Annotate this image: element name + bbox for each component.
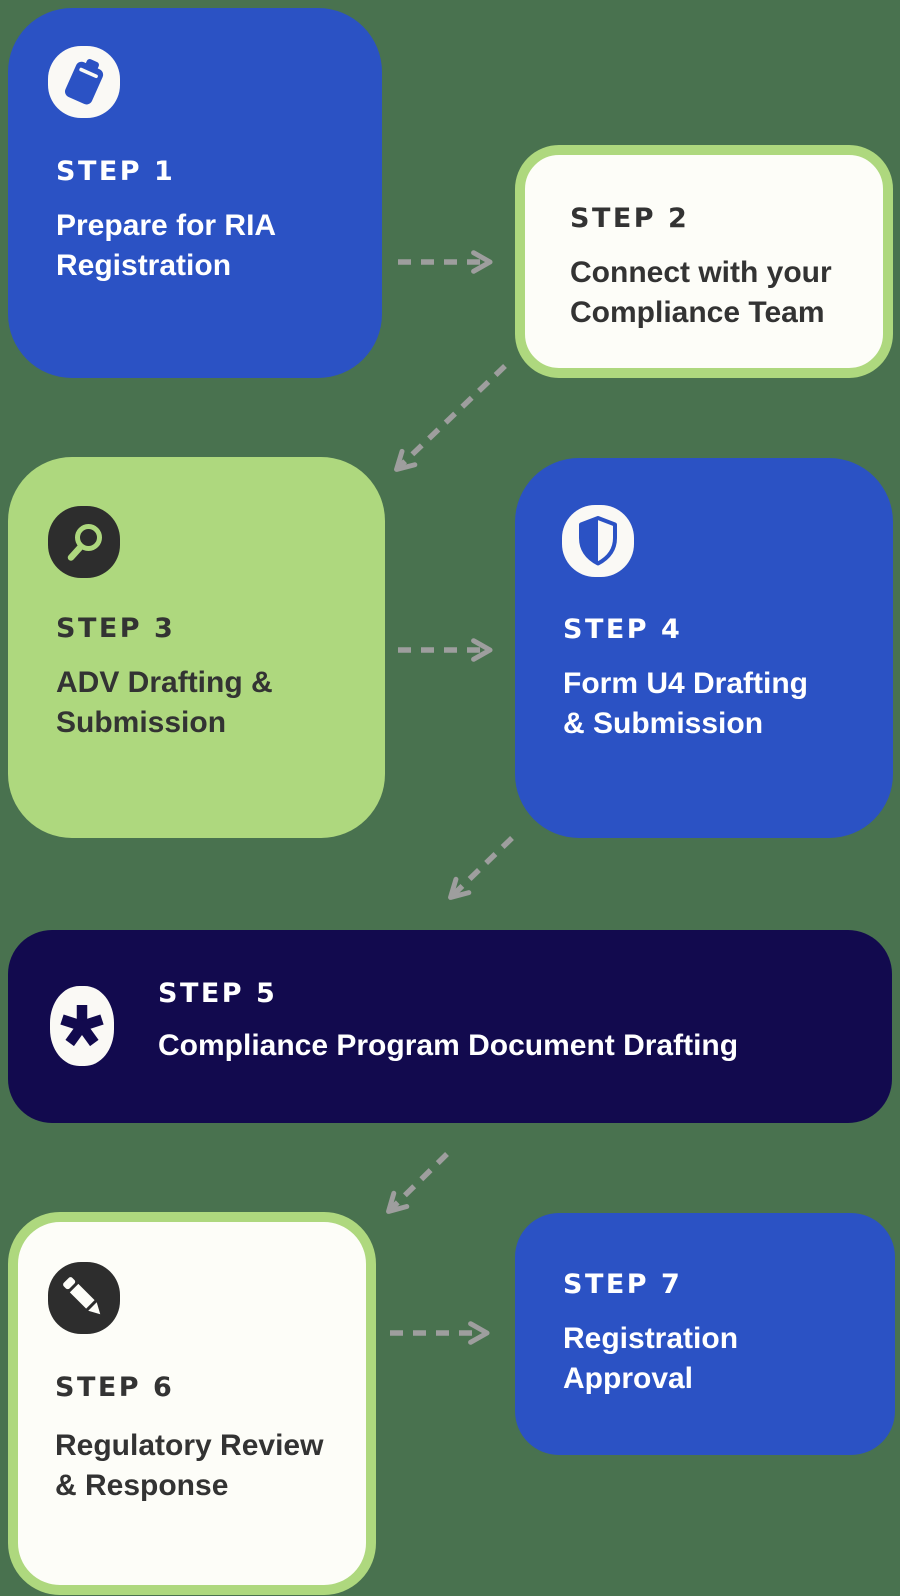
step-label: STEP 1 xyxy=(56,156,176,187)
step-label: STEP 4 xyxy=(563,614,683,645)
step-title: Registration Approval xyxy=(563,1322,739,1395)
step-1-card: STEP 1 Prepare for RIA Registration xyxy=(8,8,382,378)
step-label: STEP 2 xyxy=(570,203,690,234)
step-label: STEP 6 xyxy=(55,1372,175,1403)
step-4-card: STEP 4 Form U4 Drafting & Submission xyxy=(515,458,893,838)
magnifier-icon xyxy=(48,506,120,578)
clipboard-icon xyxy=(48,46,120,118)
step-label: STEP 3 xyxy=(56,613,176,644)
step-6-card: STEP 6 Regulatory Review & Response xyxy=(8,1212,376,1595)
pencil-icon xyxy=(48,1262,120,1334)
step-title: Prepare for RIA Registration xyxy=(56,209,277,282)
step-title: Form U4 Drafting & Submission xyxy=(563,667,809,740)
connector-arrow-2-3 xyxy=(394,364,507,472)
asterisk-icon xyxy=(50,986,114,1066)
step-3-card: STEP 3 ADV Drafting & Submission xyxy=(8,457,385,838)
connector-arrow-3-4 xyxy=(398,638,493,662)
connector-arrow-1-2 xyxy=(398,250,493,274)
step-title: ADV Drafting & Submission xyxy=(56,666,273,739)
step-5-card: STEP 5 Compliance Program Document Draft… xyxy=(8,930,892,1123)
step-7-card: STEP 7 Registration Approval xyxy=(515,1213,895,1455)
step-label: STEP 7 xyxy=(563,1269,683,1300)
step-title: Connect with your Compliance Team xyxy=(570,256,832,329)
step-2-card: STEP 2 Connect with your Compliance Team xyxy=(515,145,893,378)
step-title: Regulatory Review & Response xyxy=(55,1429,324,1502)
connector-arrow-6-7 xyxy=(390,1321,490,1345)
step-label: STEP 5 xyxy=(158,978,278,1009)
step-title: Compliance Program Document Drafting xyxy=(158,1029,739,1062)
connector-arrow-5-6 xyxy=(386,1152,449,1214)
connector-arrow-4-5 xyxy=(448,836,514,900)
shield-icon xyxy=(562,505,634,577)
